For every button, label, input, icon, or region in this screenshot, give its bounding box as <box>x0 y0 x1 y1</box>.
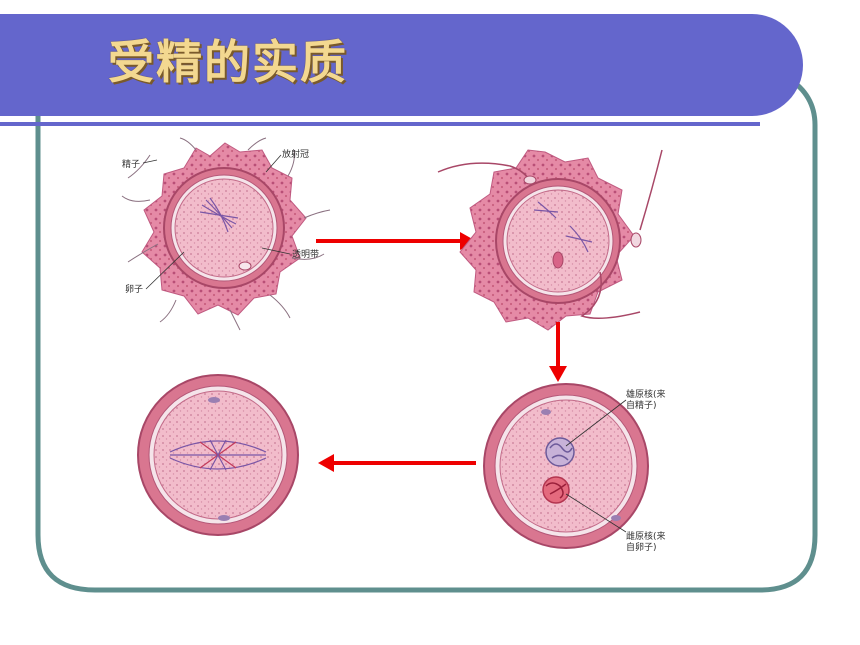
step4-zygote-illustration <box>137 374 299 536</box>
title-bar <box>0 14 803 116</box>
zygote-spindle <box>169 439 267 471</box>
label-female-pronucleus-line1: 雌原核(来 <box>626 530 666 542</box>
label-sperm: 精子 <box>122 158 140 170</box>
male-pronucleus <box>545 437 575 467</box>
label-zona: 透明带 <box>292 249 319 260</box>
label-female-pronucleus-line2: 自卵子) <box>626 541 657 553</box>
egg-cytoplasm <box>174 178 274 278</box>
step3-leader-lines <box>565 399 627 533</box>
egg-cytoplasm-3 <box>499 399 633 533</box>
label-corona: 放射冠 <box>282 148 309 160</box>
arrow-right-1 <box>316 232 476 250</box>
egg-cytoplasm-2 <box>506 189 610 293</box>
step3-pronuclei-illustration: 雄原核(来 自精子) 雌原核(来 自卵子) <box>483 383 666 553</box>
metaphase-spindle <box>199 197 239 233</box>
penetrating-sperm <box>437 149 663 319</box>
arrow-left <box>318 454 476 472</box>
slide-title: 受精的实质 <box>108 35 348 89</box>
step2-penetration-illustration <box>437 149 663 331</box>
step1-egg-illustration: 精子 放射冠 透明带 卵子 <box>121 137 331 331</box>
female-pronucleus <box>542 476 570 504</box>
label-egg: 卵子 <box>125 284 143 295</box>
polar-body <box>238 261 252 271</box>
label-male-pronucleus-line1: 雄原核(来 <box>626 388 666 400</box>
spindle-2 <box>533 201 593 253</box>
step1-leader-lines <box>142 154 291 290</box>
sperm-tails <box>121 137 331 331</box>
label-male-pronucleus-line2: 自精子) <box>626 399 657 411</box>
arrow-down <box>549 322 567 382</box>
content-frame <box>35 75 818 593</box>
